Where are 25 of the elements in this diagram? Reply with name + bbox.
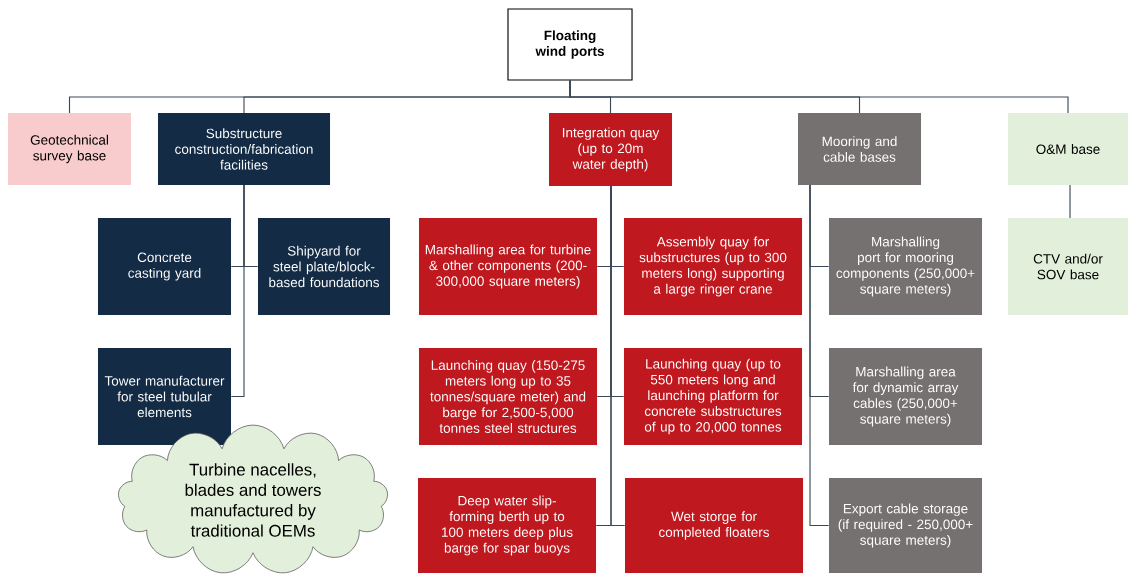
facility-box: Export cable storage (if required - 250,000+ square meters)	[829, 478, 983, 573]
facility-box: Assembly quay for substructures (up to 300 meters long) supporting a large ringer crane	[624, 218, 803, 315]
facility-box: Wet storge for completed floaters	[625, 478, 804, 573]
connector-line	[230, 184, 245, 398]
category-box: Mooring and cable bases	[798, 113, 921, 185]
facility-box: Concrete casting yard	[98, 218, 231, 315]
root-box: Floating wind ports	[507, 8, 633, 81]
facility-box: Deep water slip-forming berth up to 100 meters deep plus barge for spar buoys	[418, 478, 597, 573]
facility-box: Marshalling port for mooring components (250,000+ square meters)	[829, 218, 983, 315]
category-box: Substructure construction/fabrication facilities	[158, 113, 331, 185]
connector-line	[809, 184, 830, 527]
facility-box: Marshalling area for turbine & other components (200-300,000 square meters)	[419, 218, 598, 315]
facility-box: Shipyard for steel plate/block-based foundations	[258, 218, 391, 315]
facility-box: Marshalling area for dynamic array cables (250,000+ square meters)	[829, 348, 983, 445]
category-box: Geotechnical survey base	[8, 113, 131, 185]
facility-box: Launching quay (150-275 meters long up to 35 tonnes/square meter) and barge for 2,500-5,000 tonnes steel structures	[419, 348, 598, 445]
facility-box: Tower manufacturer for steel tubular elements	[98, 348, 231, 445]
connector-line	[610, 185, 626, 527]
connector-line	[569, 80, 1069, 114]
facility-box: CTV and/or SOV base	[1008, 218, 1129, 315]
category-box: O&M base	[1008, 113, 1129, 185]
facility-box: Launching quay (up to 550 meters long and launching platform for concrete substructures of up to 20,000 tonnes	[624, 348, 803, 445]
cloud-callout: Turbine nacelles, blades and towers manufactured by traditional OEMs	[118, 424, 388, 574]
category-box: Integration quay (up to 20m water depth)	[549, 113, 672, 186]
connector-line	[1069, 184, 1071, 219]
